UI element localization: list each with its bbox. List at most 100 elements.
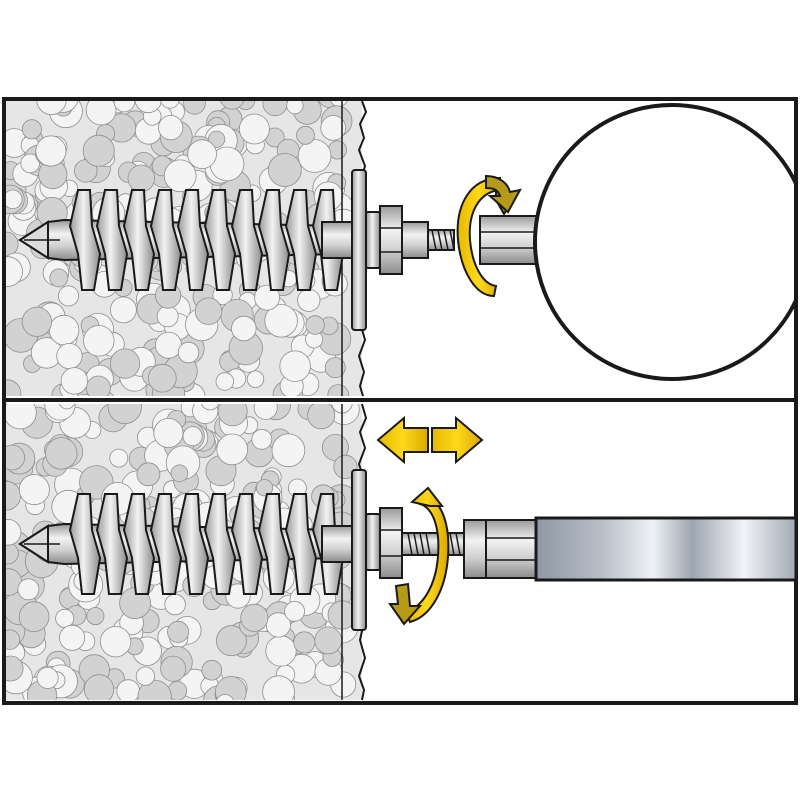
insulation-pellet xyxy=(246,370,265,388)
screw-thread xyxy=(149,189,183,291)
screw-thread xyxy=(230,189,264,291)
insulation-pellet xyxy=(251,428,273,450)
insulation-pellet xyxy=(254,284,281,311)
insulation-pellet xyxy=(18,601,50,632)
insulation-pellet xyxy=(194,297,223,325)
hex-nut-bottom xyxy=(379,507,403,579)
insulation-pellet xyxy=(49,268,69,288)
insulation-pellet xyxy=(208,130,226,148)
insulation-pellet xyxy=(135,666,155,686)
insulation-pellet xyxy=(127,164,156,193)
insulation-pellet xyxy=(59,624,86,651)
screw-thread xyxy=(284,493,318,595)
insulation-pellet xyxy=(83,325,115,357)
insulation-pellet xyxy=(296,125,315,145)
insulation-pellet xyxy=(36,666,59,689)
insulation-pellet xyxy=(160,101,180,109)
washer-plate-top xyxy=(351,169,367,331)
rotate-adjust-arrow xyxy=(388,486,450,626)
insulation-pellet xyxy=(220,101,245,110)
insulation-pellet xyxy=(56,342,83,370)
insulation-pellet xyxy=(6,379,22,396)
screw-thread xyxy=(203,493,237,595)
insulation-pellet xyxy=(6,189,23,209)
insulation-pellet xyxy=(307,404,336,430)
insulation-pellet xyxy=(156,305,179,328)
insulation-pellet xyxy=(17,578,40,601)
screw-thread xyxy=(176,189,210,291)
insulation-pellet xyxy=(200,404,220,411)
insulation-pellet xyxy=(264,304,298,338)
insulation-pellet xyxy=(327,384,349,396)
screw-anchor-bottom xyxy=(18,469,465,631)
insulation-pellet xyxy=(265,635,297,667)
washer-plate-bottom xyxy=(351,469,367,631)
insulation-pellet xyxy=(6,444,25,471)
screw-thread xyxy=(95,189,129,291)
pipe-side-view xyxy=(534,516,798,582)
insulation-pellet xyxy=(279,350,311,382)
insulation-pellet xyxy=(55,608,75,628)
insulation-pellet xyxy=(238,113,270,145)
insulation-pellet xyxy=(253,404,278,420)
insulation-pellet xyxy=(324,357,346,379)
screw-thread xyxy=(68,189,102,291)
insulation-pellet xyxy=(60,367,89,395)
screw-thread xyxy=(257,189,291,291)
insulation-pellet xyxy=(136,462,161,487)
insulation-pellet xyxy=(271,433,306,468)
insulation-pellet xyxy=(201,659,223,681)
screw-thread xyxy=(284,189,318,291)
insulation-pellet xyxy=(134,101,162,114)
insulation-pellet xyxy=(109,348,141,379)
insulation-pellet xyxy=(216,433,249,466)
insulation-pellet xyxy=(86,375,111,396)
screw-thread xyxy=(122,493,156,595)
insulation-pellet xyxy=(86,607,105,626)
insulation-pellet xyxy=(158,115,184,141)
insulation-pellet xyxy=(109,448,129,468)
insulation-pellet xyxy=(297,139,332,173)
insulation-pellet xyxy=(314,626,343,655)
insulation-pellet xyxy=(262,675,295,700)
insulation-pellet xyxy=(116,679,140,700)
insulation-pellet xyxy=(262,101,288,117)
rotate-clockwise-arrow xyxy=(456,174,522,298)
insulation-pellet xyxy=(110,296,137,324)
insulation-pellet xyxy=(320,115,347,141)
insulation-pellet xyxy=(154,331,182,359)
insulation-pellet xyxy=(36,101,67,115)
screw-thread xyxy=(230,493,264,595)
round-pipe-end-view xyxy=(533,103,794,381)
insulation-pellet xyxy=(164,593,186,616)
pipe-coupling-nut-bottom xyxy=(463,519,537,579)
insulation-pellet xyxy=(183,101,206,115)
insulation-pellet xyxy=(6,519,22,546)
insulation-pellet xyxy=(286,101,304,115)
insulation-pellet xyxy=(6,655,24,682)
double-horizontal-arrow xyxy=(376,415,484,465)
insulation-pellet xyxy=(6,231,19,257)
insulation-pellet xyxy=(100,626,132,658)
insulation-pellet xyxy=(85,101,117,126)
insulation-pellet xyxy=(59,404,75,410)
insulation-pellet xyxy=(48,314,80,346)
hex-nut-top xyxy=(379,205,403,275)
insulation-pellet xyxy=(18,474,50,506)
insulation-pellet xyxy=(6,629,21,650)
screw-anchor-top xyxy=(18,169,455,331)
insulation-pellet xyxy=(177,341,200,364)
insulation-pellet xyxy=(284,600,306,622)
insulation-top xyxy=(6,101,362,396)
insulation-pellet xyxy=(35,135,67,167)
insulation-pellet xyxy=(21,119,42,140)
insulation-pellet xyxy=(231,315,257,342)
insulation-pellet xyxy=(215,625,247,657)
insulation-pellet xyxy=(163,159,197,193)
screw-thread xyxy=(203,189,237,291)
insulation-pellet xyxy=(6,256,23,287)
insulation-pellet xyxy=(216,694,234,700)
insulation-pellet xyxy=(167,620,190,643)
insulation-pellet xyxy=(20,153,41,174)
